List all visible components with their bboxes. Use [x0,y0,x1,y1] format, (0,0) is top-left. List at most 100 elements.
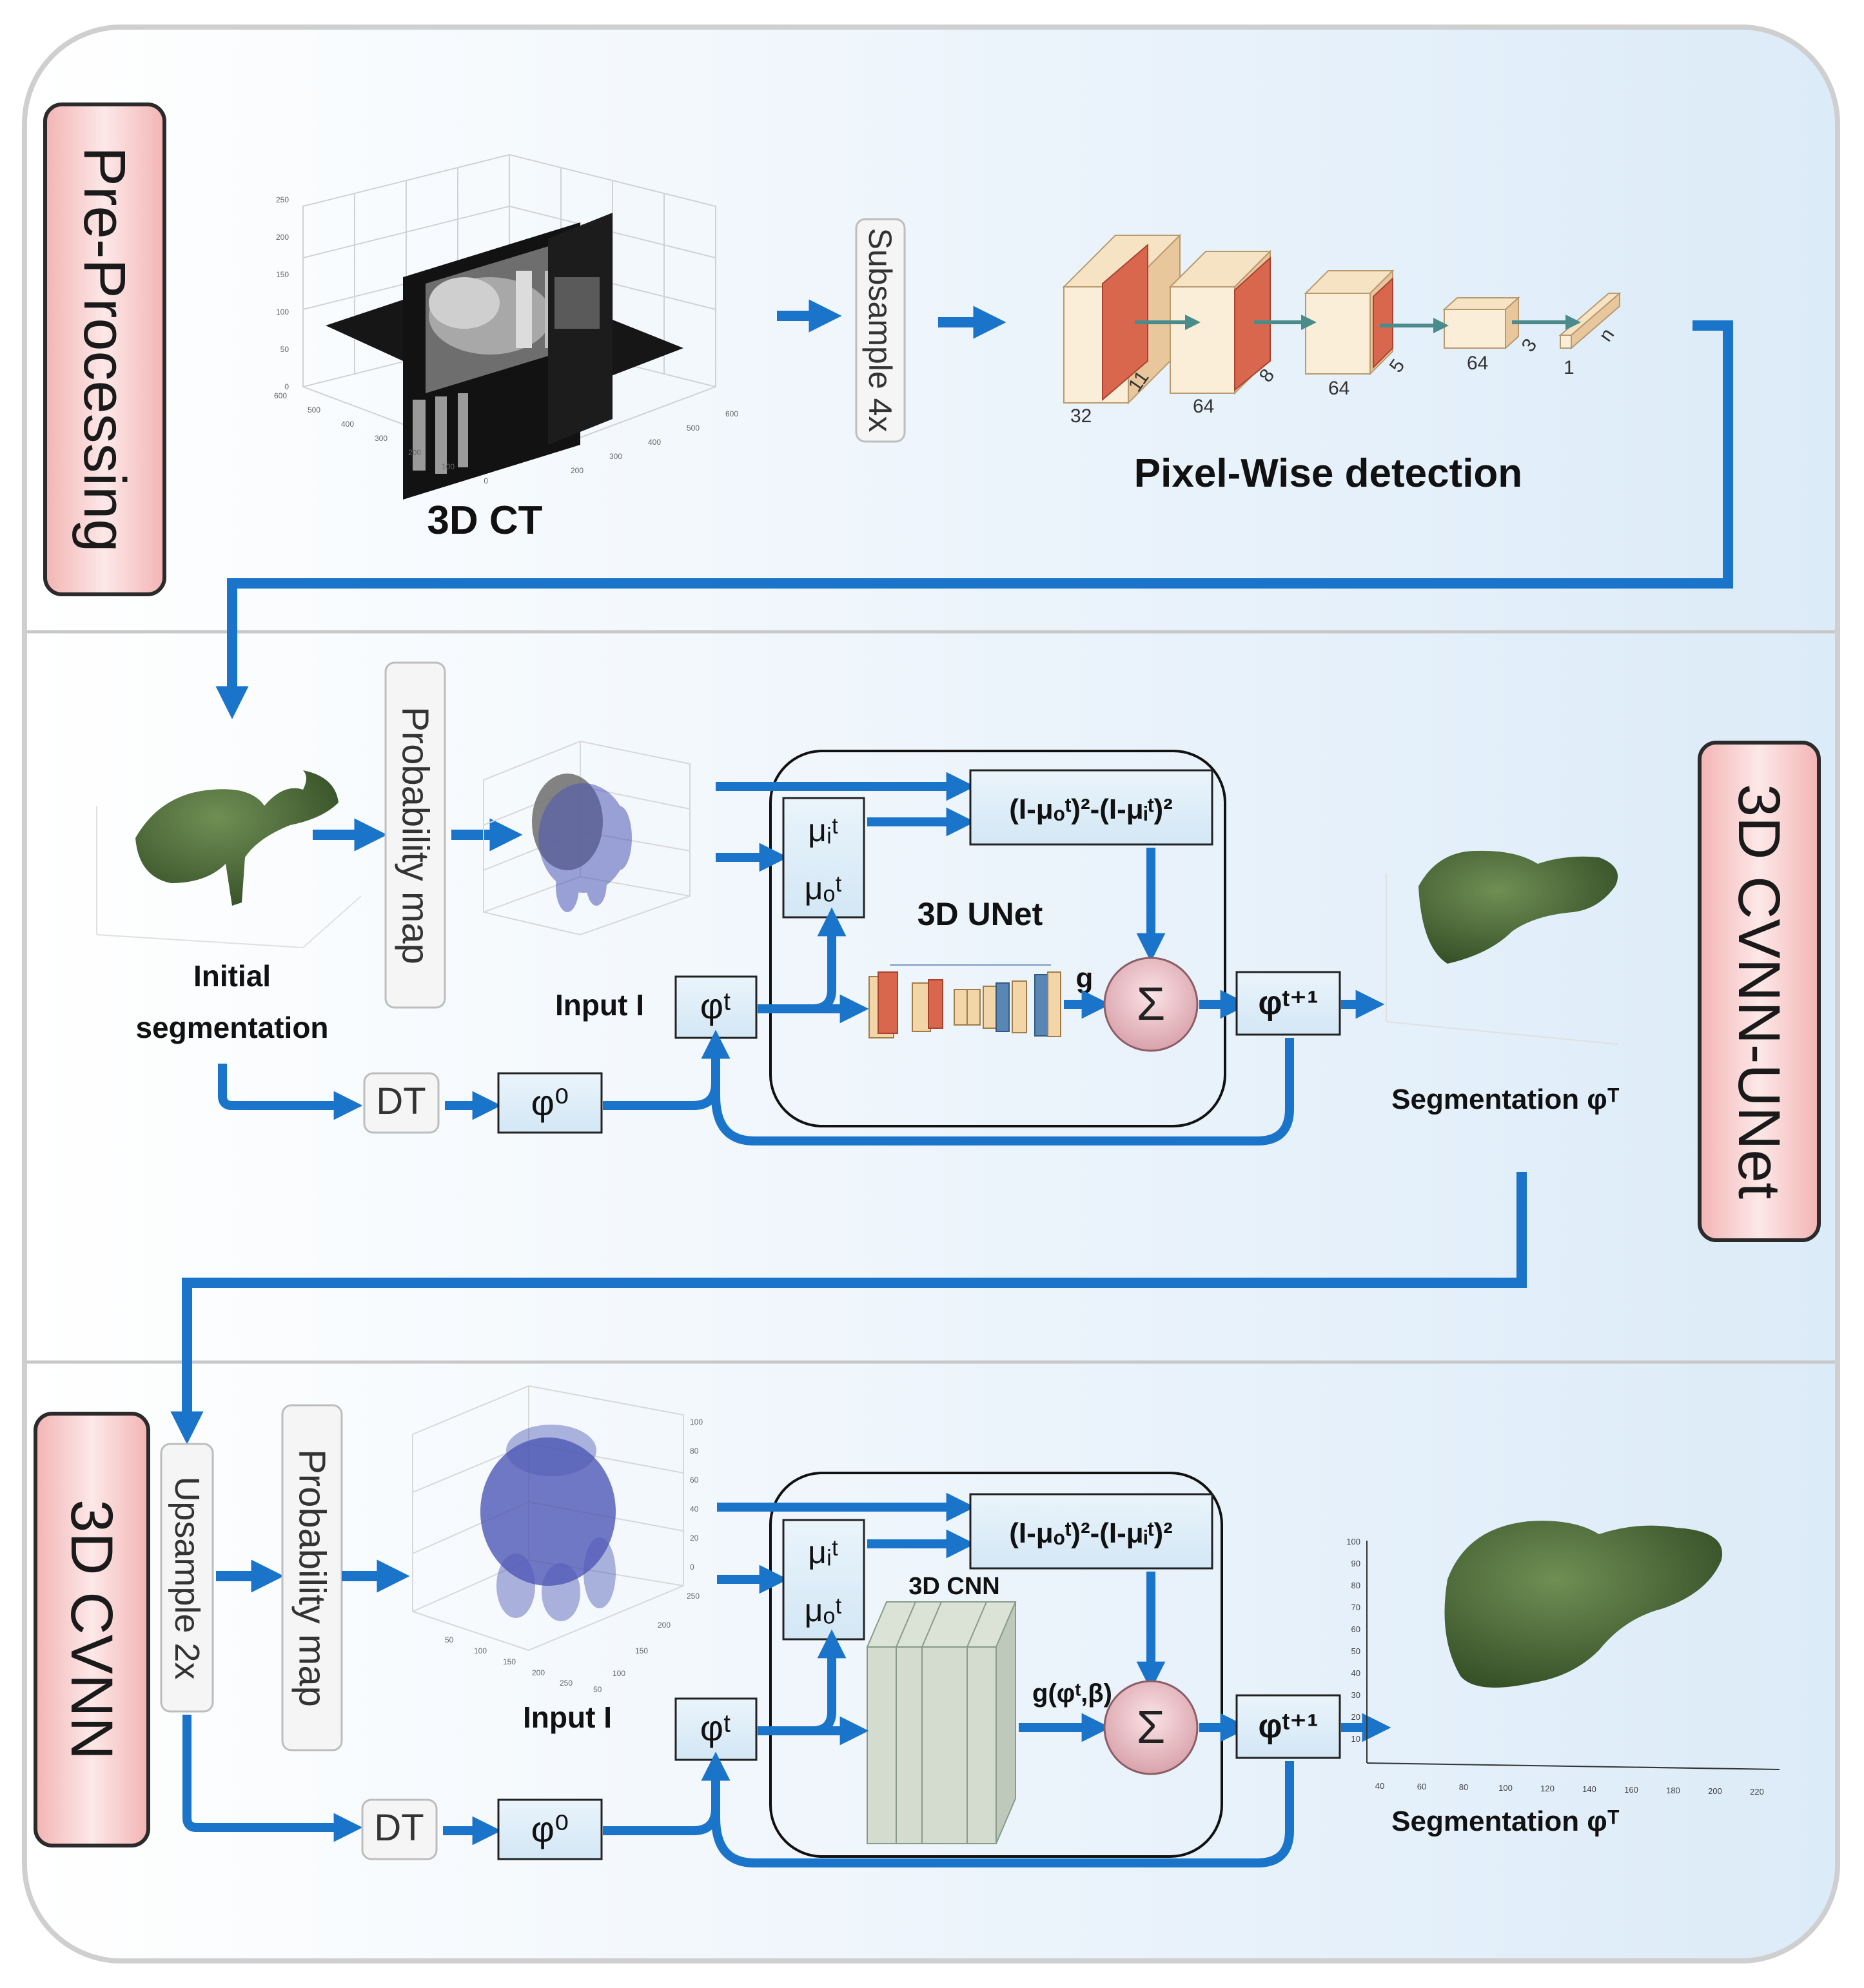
mu-i-s2: μᵢᵗ [808,812,839,848]
g-label-s2: g [1076,962,1094,994]
pixelwise-cnn: 32 64 64 64 1 11 8 5 3 n [1062,233,1622,427]
svg-text:150: 150 [276,270,289,279]
probability-map-label-s3: Probability map [291,1449,333,1707]
svg-text:20: 20 [1351,1712,1360,1722]
initial-seg-line1: Initial [193,959,271,993]
phi-next-box-s2: φᵗ⁺¹ [1235,971,1341,1036]
phi-t-box-s3: φᵗ [674,1697,758,1761]
svg-text:180: 180 [1666,1786,1680,1795]
arrow-phi0-to-phit-s3 [603,1751,731,1835]
svg-text:50: 50 [593,1685,602,1694]
cnn-title: 3D CNN [908,1573,999,1600]
connector-stage1-to-stage2 [215,320,1733,719]
mu-box-s2: μᵢᵗ μₒᵗ [782,797,865,919]
svg-text:300: 300 [375,434,388,443]
unet-container [769,750,1226,1127]
energy-term-s3: (I-μₒᵗ)²-(I-μᵢᵗ)² [1009,1517,1173,1549]
sum-symbol-s2: Σ [1137,979,1166,1030]
svg-text:200: 200 [276,233,289,242]
svg-text:250: 250 [687,1592,700,1601]
svg-text:50: 50 [445,1635,454,1644]
sum-symbol-s3: Σ [1137,1702,1166,1753]
upsample-box: Upsample 2x [160,1443,214,1713]
svg-text:200: 200 [1708,1786,1722,1796]
dt-label-s3: DT [374,1807,424,1849]
input-volume-plot-s3: 100 80 60 40 20 0 50 100 150 200 250 250… [412,1385,703,1694]
segmentation-plot-s3: 100 90 80 70 60 50 40 30 20 10 40 60 80 … [1346,1521,1780,1797]
unet-mini-diagram [868,964,1061,1038]
tab-cvnn-unet-label: 3D CVNN-UNet [1726,784,1792,1199]
svg-text:140: 140 [1582,1784,1596,1794]
svg-text:40: 40 [1351,1668,1360,1678]
svg-text:60: 60 [1351,1624,1360,1634]
svg-text:32: 32 [1070,405,1092,427]
svg-text:0: 0 [284,382,289,391]
phi0-s2: φ⁰ [531,1082,569,1123]
tab-preprocessing-label: Pre-Processing [72,147,137,552]
svg-text:500: 500 [308,405,320,414]
svg-text:50: 50 [280,345,289,354]
mu-box-s3: μᵢᵗ μₒᵗ [782,1519,865,1641]
g-label-s3: g(φᵗ,β) [1032,1679,1112,1708]
svg-text:200: 200 [571,466,584,475]
phi-t-s3: φᵗ [700,1708,732,1748]
ct-volume-plot: 250 200 150 100 50 0 600 500 400 300 200… [274,153,738,500]
energy-box-s3: (I-μₒᵗ)²-(I-μᵢᵗ)² [969,1493,1213,1570]
svg-text:40: 40 [690,1505,699,1514]
svg-text:100: 100 [613,1669,625,1678]
svg-text:400: 400 [648,438,661,447]
svg-text:100: 100 [1346,1537,1360,1546]
mu-i-s3: μᵢᵗ [808,1534,839,1570]
arrow-initseg-to-dt [218,1064,363,1120]
connector-stage2-to-stage3 [170,1172,1527,1445]
svg-text:80: 80 [690,1447,699,1456]
probability-map-box-s2: Probability map [384,661,446,1009]
svg-text:300: 300 [609,452,622,461]
phi-next-box-s3: φᵗ⁺¹ [1235,1694,1341,1759]
svg-text:200: 200 [658,1621,671,1630]
svg-text:60: 60 [690,1476,699,1485]
upsample-label: Upsample 2x [168,1476,206,1679]
segmentation-label-s2: Segmentation φᵀ [1391,1084,1620,1115]
svg-text:0: 0 [484,476,488,485]
initial-segmentation-plot [96,770,362,948]
phi-t-box-s2: φᵗ [674,975,758,1039]
svg-text:20: 20 [690,1534,699,1543]
svg-text:250: 250 [276,195,289,204]
segmentation-plot-s2 [1386,850,1619,1045]
energy-term-s2: (I-μₒᵗ)²-(I-μᵢᵗ)² [1009,794,1173,825]
svg-text:80: 80 [1351,1581,1360,1590]
svg-text:200: 200 [532,1668,545,1677]
svg-text:40: 40 [1375,1781,1384,1791]
svg-text:90: 90 [1351,1559,1360,1568]
phi0-s3: φ⁰ [531,1809,569,1849]
svg-text:1: 1 [1564,357,1575,378]
svg-text:100: 100 [276,307,289,317]
arrow-phi0-to-phit-s2 [603,1029,731,1110]
tab-preprocessing: Pre-Processing [43,102,166,596]
phi-t-s2: φᵗ [700,986,732,1026]
sum-node-s3: Σ [1103,1680,1199,1775]
svg-text:64: 64 [1328,378,1349,399]
ct-label: 3D CT [427,498,542,543]
sum-node-s2: Σ [1103,957,1199,1052]
probability-map-box-s3: Probability map [281,1404,343,1751]
svg-text:100: 100 [690,1418,703,1427]
svg-text:30: 30 [1351,1690,1360,1700]
svg-text:10: 10 [1351,1734,1360,1744]
loop-feedback-s2 [701,1029,1294,1145]
svg-text:150: 150 [503,1657,516,1666]
input-label-s3: Input I [523,1701,612,1734]
cnn-layer-stack [866,1601,1017,1844]
subsample-box: Subsample 4x [855,218,906,443]
svg-text:500: 500 [687,424,700,433]
dt-box-s2: DT [363,1072,440,1134]
cnn-container [769,1472,1223,1858]
svg-text:0: 0 [690,1563,694,1572]
svg-text:100: 100 [474,1646,487,1655]
subsample-label: Subsample 4x [862,228,898,433]
svg-text:250: 250 [560,1679,573,1688]
phi0-box-s2: φ⁰ [497,1072,603,1134]
tab-cvnn-label: 3D CVNN [59,1499,124,1760]
svg-text:64: 64 [1193,396,1214,417]
